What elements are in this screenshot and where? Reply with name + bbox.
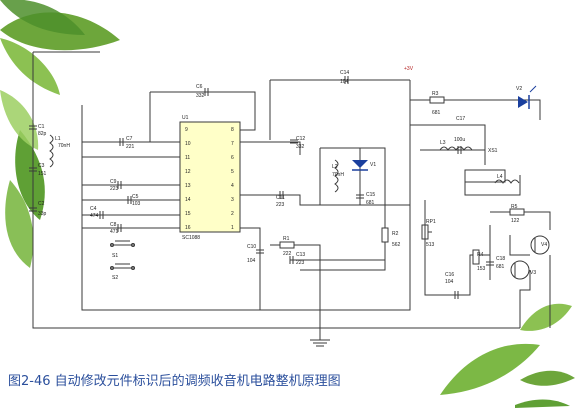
ic-pin-right: 1 xyxy=(231,225,234,231)
ic-ref-label: U1 xyxy=(182,115,189,121)
label-v1: V1 xyxy=(370,162,376,168)
capacitor-symbols xyxy=(29,76,494,299)
label-c15: C15 xyxy=(366,192,375,198)
ic-pin-right: 4 xyxy=(231,183,234,189)
value-c7: 221 xyxy=(126,144,135,150)
label-vcc: +3V xyxy=(404,66,414,72)
label-c13: C13 xyxy=(296,252,305,258)
value-c9: 223 xyxy=(110,186,119,192)
label-c3: C3 xyxy=(38,163,45,169)
label-r5: R5 xyxy=(511,204,518,210)
leaf-decoration-bottom-right xyxy=(440,303,575,408)
label-c11: C11 xyxy=(276,195,285,201)
label-c16: C16 xyxy=(445,272,454,278)
label-v3: V3 xyxy=(530,270,536,276)
value-c6: 332 xyxy=(196,93,205,99)
label-c10: C10 xyxy=(247,244,256,250)
label-c14: C14 xyxy=(340,70,349,76)
label-l3: L3 xyxy=(440,140,446,146)
value-c17: 100u xyxy=(454,137,465,143)
leaf-decoration-top-left xyxy=(0,0,120,268)
value-r3: 681 xyxy=(432,110,441,116)
value-c11: 223 xyxy=(276,202,285,208)
value-rp1: 513 xyxy=(426,242,435,248)
label-c17: C17 xyxy=(456,116,465,122)
value-c16: 104 xyxy=(445,279,454,285)
label-l1: L1 xyxy=(55,136,61,142)
value-l1: 70nH xyxy=(58,143,70,149)
value-r5: 122 xyxy=(511,218,520,224)
value-r4: 153 xyxy=(477,266,486,272)
ic-pin-left: 14 xyxy=(185,197,191,203)
ic-pin-right: 8 xyxy=(231,127,234,133)
label-c4: C4 xyxy=(90,206,97,212)
label-c6: C6 xyxy=(196,84,203,90)
label-c9: C9 xyxy=(110,179,117,185)
label-v2: V2 xyxy=(516,86,522,92)
value-c2: 33p xyxy=(38,211,47,217)
value-c8: 471 xyxy=(110,229,119,235)
ic-pin-labels: 9 10 11 12 13 14 15 16 8 7 6 5 4 3 2 1 xyxy=(185,127,234,231)
potentiometer-and-jack xyxy=(421,169,506,240)
label-s2: S2 xyxy=(112,275,118,281)
ic-pin-right: 3 xyxy=(231,197,234,203)
value-r2: 562 xyxy=(392,242,401,248)
inductor-symbols xyxy=(49,134,520,193)
ic-pin-left: 15 xyxy=(185,211,191,217)
label-r2: R2 xyxy=(392,231,399,237)
diode-symbols xyxy=(352,85,537,171)
label-c5: C5 xyxy=(132,194,139,200)
label-l4: L4 xyxy=(497,174,503,180)
value-c14: 104 xyxy=(340,79,349,85)
value-c12: 332 xyxy=(296,144,305,150)
ic-pin-right: 5 xyxy=(231,169,234,175)
label-l2: L2 xyxy=(332,164,338,170)
label-r3: R3 xyxy=(432,91,439,97)
value-c18: 681 xyxy=(496,264,505,270)
ic-u1 xyxy=(179,121,241,233)
label-c2: C2 xyxy=(38,201,45,207)
label-rp1: RP1 xyxy=(426,219,436,225)
ic-pin-left: 10 xyxy=(185,141,191,147)
label-r1: R1 xyxy=(283,236,290,242)
label-c12: C12 xyxy=(296,136,305,142)
label-c18: C18 xyxy=(496,256,505,262)
value-c10: 104 xyxy=(247,258,256,264)
value-c1: 82p xyxy=(38,131,47,137)
ic-pin-left: 11 xyxy=(185,155,190,161)
ic-pin-right: 7 xyxy=(231,141,234,147)
figure-caption: 图2-46 自动修改元件标识后的调频收音机电路整机原理图 xyxy=(8,374,341,389)
label-c8: C8 xyxy=(110,222,117,228)
wiring xyxy=(32,51,551,347)
switch-symbols xyxy=(110,240,135,270)
ic-part-label: SC1088 xyxy=(182,235,200,241)
value-c3: 151 xyxy=(38,171,47,177)
label-v4: V4 xyxy=(541,242,547,248)
component-labels: C1 82p L1 70nH C2 33p C3 151 C4 474 C5 1… xyxy=(38,66,547,285)
ic-pin-left: 12 xyxy=(185,169,191,175)
ic-pin-right: 2 xyxy=(231,211,234,217)
label-c7: C7 xyxy=(126,136,133,142)
resistor-symbols xyxy=(279,96,525,265)
label-s1: S1 xyxy=(112,253,118,259)
label-r4: R4 xyxy=(477,252,484,258)
value-c13: 223 xyxy=(296,260,305,266)
ic-pin-left: 9 xyxy=(185,127,188,133)
value-c4: 474 xyxy=(90,213,99,219)
value-r1: 222 xyxy=(283,251,292,257)
value-c5: 103 xyxy=(132,201,141,207)
label-c1: C1 xyxy=(38,124,45,130)
ic-pin-left: 13 xyxy=(185,183,191,189)
transistor-symbols xyxy=(510,235,550,280)
label-xs1: XS1 xyxy=(488,148,498,154)
ic-pin-right: 6 xyxy=(231,155,234,161)
value-l2: 70nH xyxy=(332,172,344,178)
ic-pin-left: 16 xyxy=(185,225,191,231)
value-c15: 681 xyxy=(366,200,375,206)
